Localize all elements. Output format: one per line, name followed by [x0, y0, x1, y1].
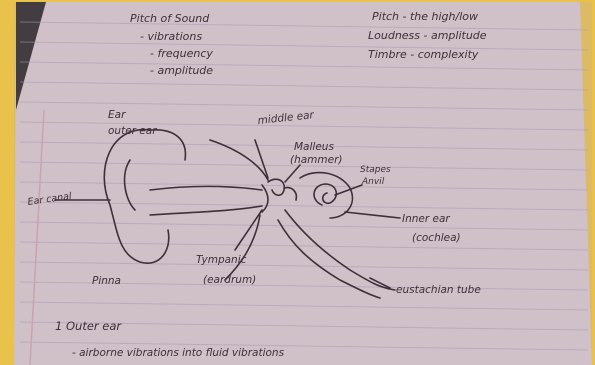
note-top-right-1: Pitch - the high/low	[372, 10, 478, 23]
note-top-left-1: Pitch of Sound	[130, 12, 210, 25]
label-outer-ear: outer ear	[108, 125, 157, 137]
label-anvil: Anvil	[361, 177, 385, 187]
note-top-right-2: Loudness - amplitude	[368, 29, 487, 42]
label-stapes: Stapes	[360, 165, 391, 175]
label-malleus: Malleus	[294, 141, 334, 153]
label-inner-ear: Inner ear	[402, 213, 450, 225]
note-top-left-4: - amplitude	[150, 64, 213, 77]
label-pinna: Pinna	[92, 275, 121, 287]
label-eustachian-tube: eustachian tube	[396, 284, 481, 296]
label-hammer: (hammer)	[290, 154, 343, 166]
label-ear: Ear	[108, 109, 126, 121]
label-eardrum: (eardrum)	[203, 274, 256, 286]
note-top-right-3: Timbre - complexity	[368, 48, 479, 61]
note-bottom-2: - airborne vibrations into fluid vibrati…	[72, 347, 285, 359]
note-top-left-3: - frequency	[150, 47, 213, 60]
label-tympanic: Tympanic	[196, 254, 247, 266]
label-cochlea: (cochlea)	[412, 232, 461, 244]
note-top-left-2: - vibrations	[140, 30, 202, 43]
note-bottom-1: 1 Outer ear	[55, 319, 122, 333]
